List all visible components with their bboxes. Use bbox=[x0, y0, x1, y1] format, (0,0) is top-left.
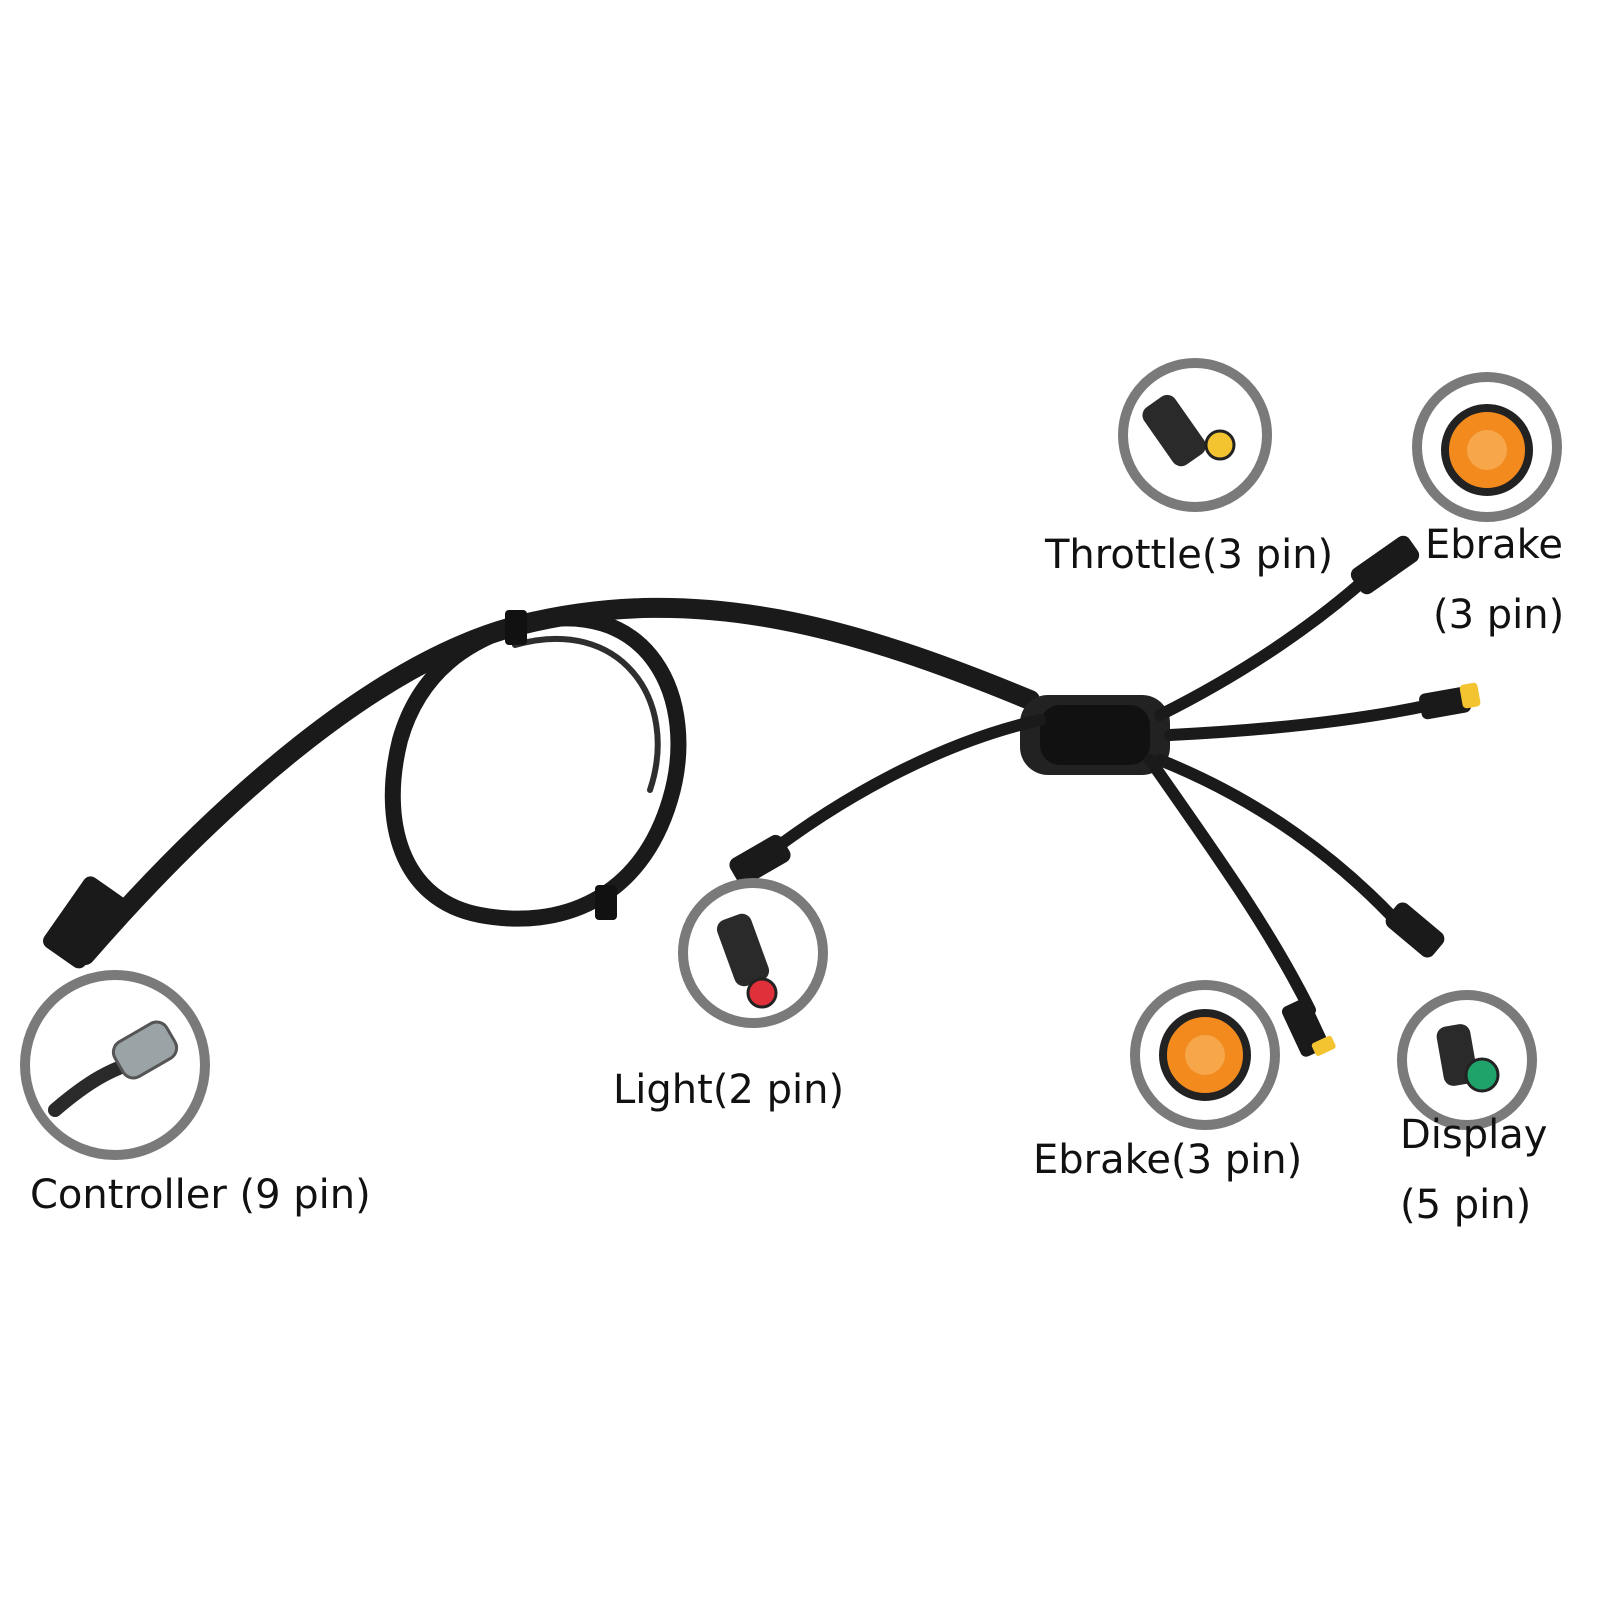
ebrake-top-label: Ebrake bbox=[1425, 522, 1563, 568]
ebrake-bottom-connector-badge bbox=[1130, 980, 1280, 1130]
cable-tie bbox=[505, 610, 527, 645]
display-label: Display bbox=[1400, 1112, 1548, 1158]
cable-tie bbox=[595, 885, 617, 920]
splitter-hub bbox=[1020, 695, 1170, 775]
controller-label: Controller (9 pin) bbox=[30, 1172, 371, 1218]
throttle-connector-badge bbox=[1118, 358, 1272, 512]
controller-plug bbox=[42, 876, 127, 969]
display-pin-label: (5 pin) bbox=[1400, 1182, 1532, 1228]
display-connector-badge bbox=[1397, 990, 1537, 1130]
controller-connector-badge bbox=[20, 970, 210, 1160]
ebrake-bottom-plug bbox=[1281, 998, 1336, 1057]
ebrake-bottom-label: Ebrake(3 pin) bbox=[1033, 1137, 1303, 1183]
ebrake-top-connector-badge bbox=[1412, 372, 1562, 522]
light-connector-badge bbox=[678, 878, 828, 1028]
ebrake-top-pin-label: (3 pin) bbox=[1433, 592, 1565, 638]
light-plug bbox=[729, 834, 791, 886]
throttle-plug bbox=[1419, 682, 1481, 720]
light-label: Light(2 pin) bbox=[613, 1067, 845, 1113]
branch-cables bbox=[754, 569, 1436, 1016]
display-plug bbox=[1385, 902, 1445, 958]
throttle-label: Throttle(3 pin) bbox=[1045, 532, 1334, 578]
ebrake-top-plug bbox=[1350, 535, 1420, 595]
